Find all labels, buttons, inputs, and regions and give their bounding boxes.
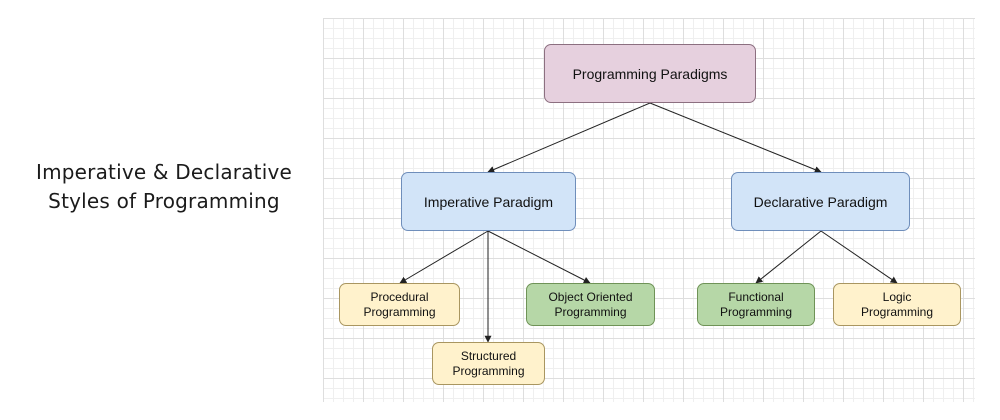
node-label: Logic Programming xyxy=(860,289,934,319)
node-logic-programming: Logic Programming xyxy=(833,283,961,326)
edge-imperative-to-object_oriented xyxy=(487,230,591,284)
node-programming-paradigms: Programming Paradigms xyxy=(544,44,756,103)
node-structured-programming: Structured Programming xyxy=(432,342,545,385)
node-label: Structured Programming xyxy=(452,348,525,378)
node-label: Procedural Programming xyxy=(363,289,436,319)
node-object-oriented-programming: Object Oriented Programming xyxy=(526,283,655,326)
edge-root-to-declarative xyxy=(649,102,822,173)
node-label: Declarative Paradigm xyxy=(753,193,888,210)
edge-declarative-to-logic xyxy=(820,230,898,284)
node-label: Object Oriented Programming xyxy=(548,289,633,319)
edge-imperative-to-procedural xyxy=(399,230,489,284)
side-title-line-1: Imperative & Declarative xyxy=(35,160,293,184)
side-title-line-2: Styles of Programming xyxy=(48,189,280,213)
node-label: Programming Paradigms xyxy=(572,65,728,82)
edge-root-to-imperative xyxy=(487,102,651,173)
side-title: Imperative & Declarative Styles of Progr… xyxy=(14,158,314,216)
node-procedural-programming: Procedural Programming xyxy=(339,283,460,326)
node-imperative-paradigm: Imperative Paradigm xyxy=(401,172,576,231)
node-label: Functional Programming xyxy=(719,289,793,319)
node-label: Imperative Paradigm xyxy=(423,193,554,210)
node-declarative-paradigm: Declarative Paradigm xyxy=(731,172,910,231)
node-functional-programming: Functional Programming xyxy=(697,283,815,326)
edge-declarative-to-functional xyxy=(755,230,822,284)
